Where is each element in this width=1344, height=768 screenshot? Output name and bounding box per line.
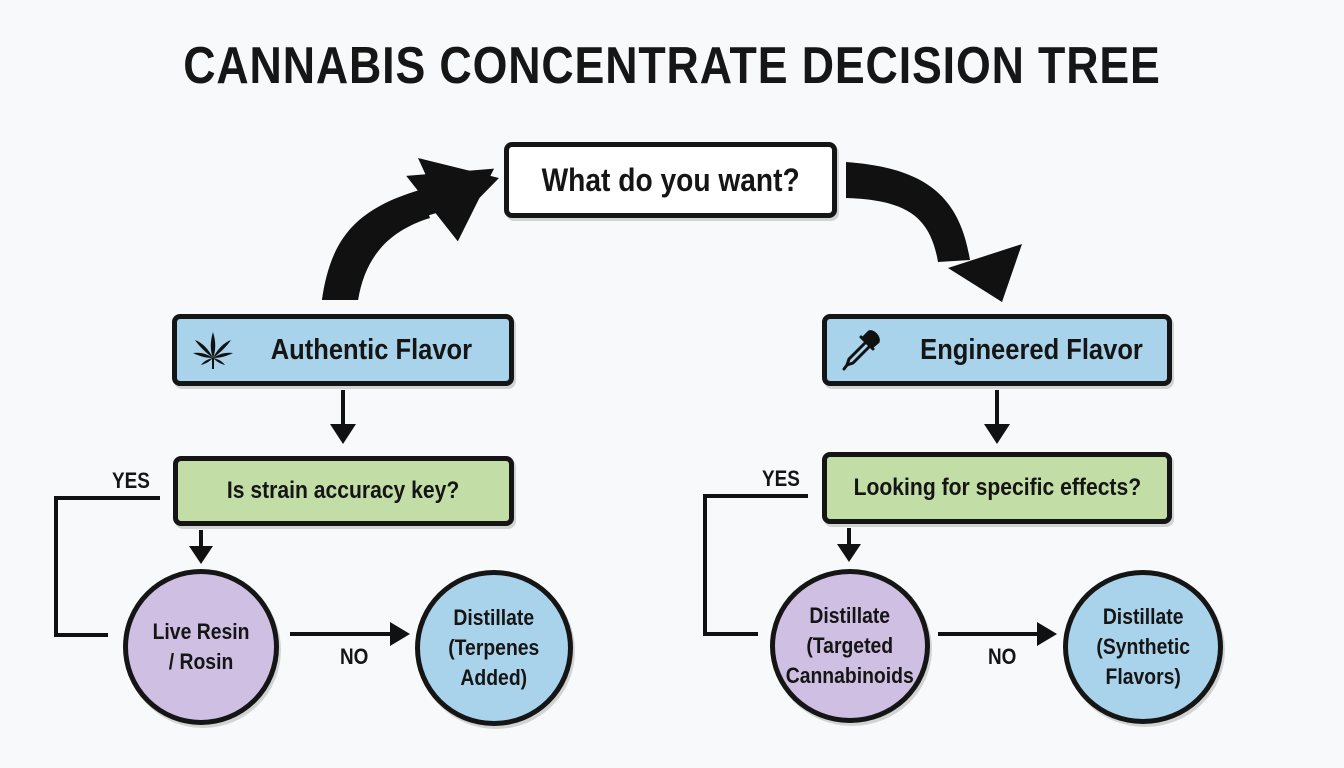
authentic-flavor-label: Authentic Flavor [270,333,473,366]
big-arrow-root-to-right [846,162,1022,302]
result-distillate-terpenes-added-text: Distillate (Terpenes Added) [448,605,540,690]
arrow-strain-to-yes-result [189,530,213,564]
engineered-flavor-label: Engineered Flavor [920,333,1143,366]
arrow-effects-to-yes-result [837,528,861,562]
yes-bracket-left [54,496,160,637]
yes-label-left: YES [112,468,150,493]
root-question-box: What do you want? [504,142,837,218]
no-arrow-right [938,622,1057,646]
no-label-left: NO [340,644,369,669]
result-distillate-targeted-cannabinoids: Distillate (Targeted Cannabinoids [770,569,930,723]
result-distillate-targeted-cannabinoids-text: Distillate (Targeted Cannabinoids [785,603,914,688]
big-arrow-left-to-root [322,158,499,300]
engineered-flavor-box: Engineered Flavor [822,314,1172,386]
strain-accuracy-question-text: Is strain accuracy key? [227,477,460,504]
result-distillate-synthetic-flavors: Distillate (Synthetic Flavors) [1063,570,1223,724]
yes-bracket-right [703,494,808,636]
diagram-title: CANNABIS CONCENTRATE DECISION TREE [183,37,1161,95]
specific-effects-question-box: Looking for specific effects? [822,452,1172,524]
result-distillate-terpenes-added: Distillate (Terpenes Added) [415,570,573,726]
specific-effects-question-text: Looking for specific effects? [853,474,1141,501]
authentic-flavor-box: Authentic Flavor [172,314,514,386]
root-question-text: What do you want? [541,161,800,198]
result-live-resin-rosin-text: Live Resin / Rosin [152,619,250,674]
arrow-eng-to-question [984,390,1010,444]
yes-label-right: YES [762,466,800,491]
strain-accuracy-question-box: Is strain accuracy key? [173,456,514,526]
no-arrow-left [290,622,410,646]
result-distillate-synthetic-flavors-text: Distillate (Synthetic Flavors) [1096,604,1190,689]
arrow-auth-to-question [330,390,356,444]
dropper-icon [842,330,880,371]
result-live-resin-rosin: Live Resin / Rosin [123,569,279,725]
cannabis-leaf-icon [193,332,233,369]
no-label-right: NO [988,644,1017,669]
